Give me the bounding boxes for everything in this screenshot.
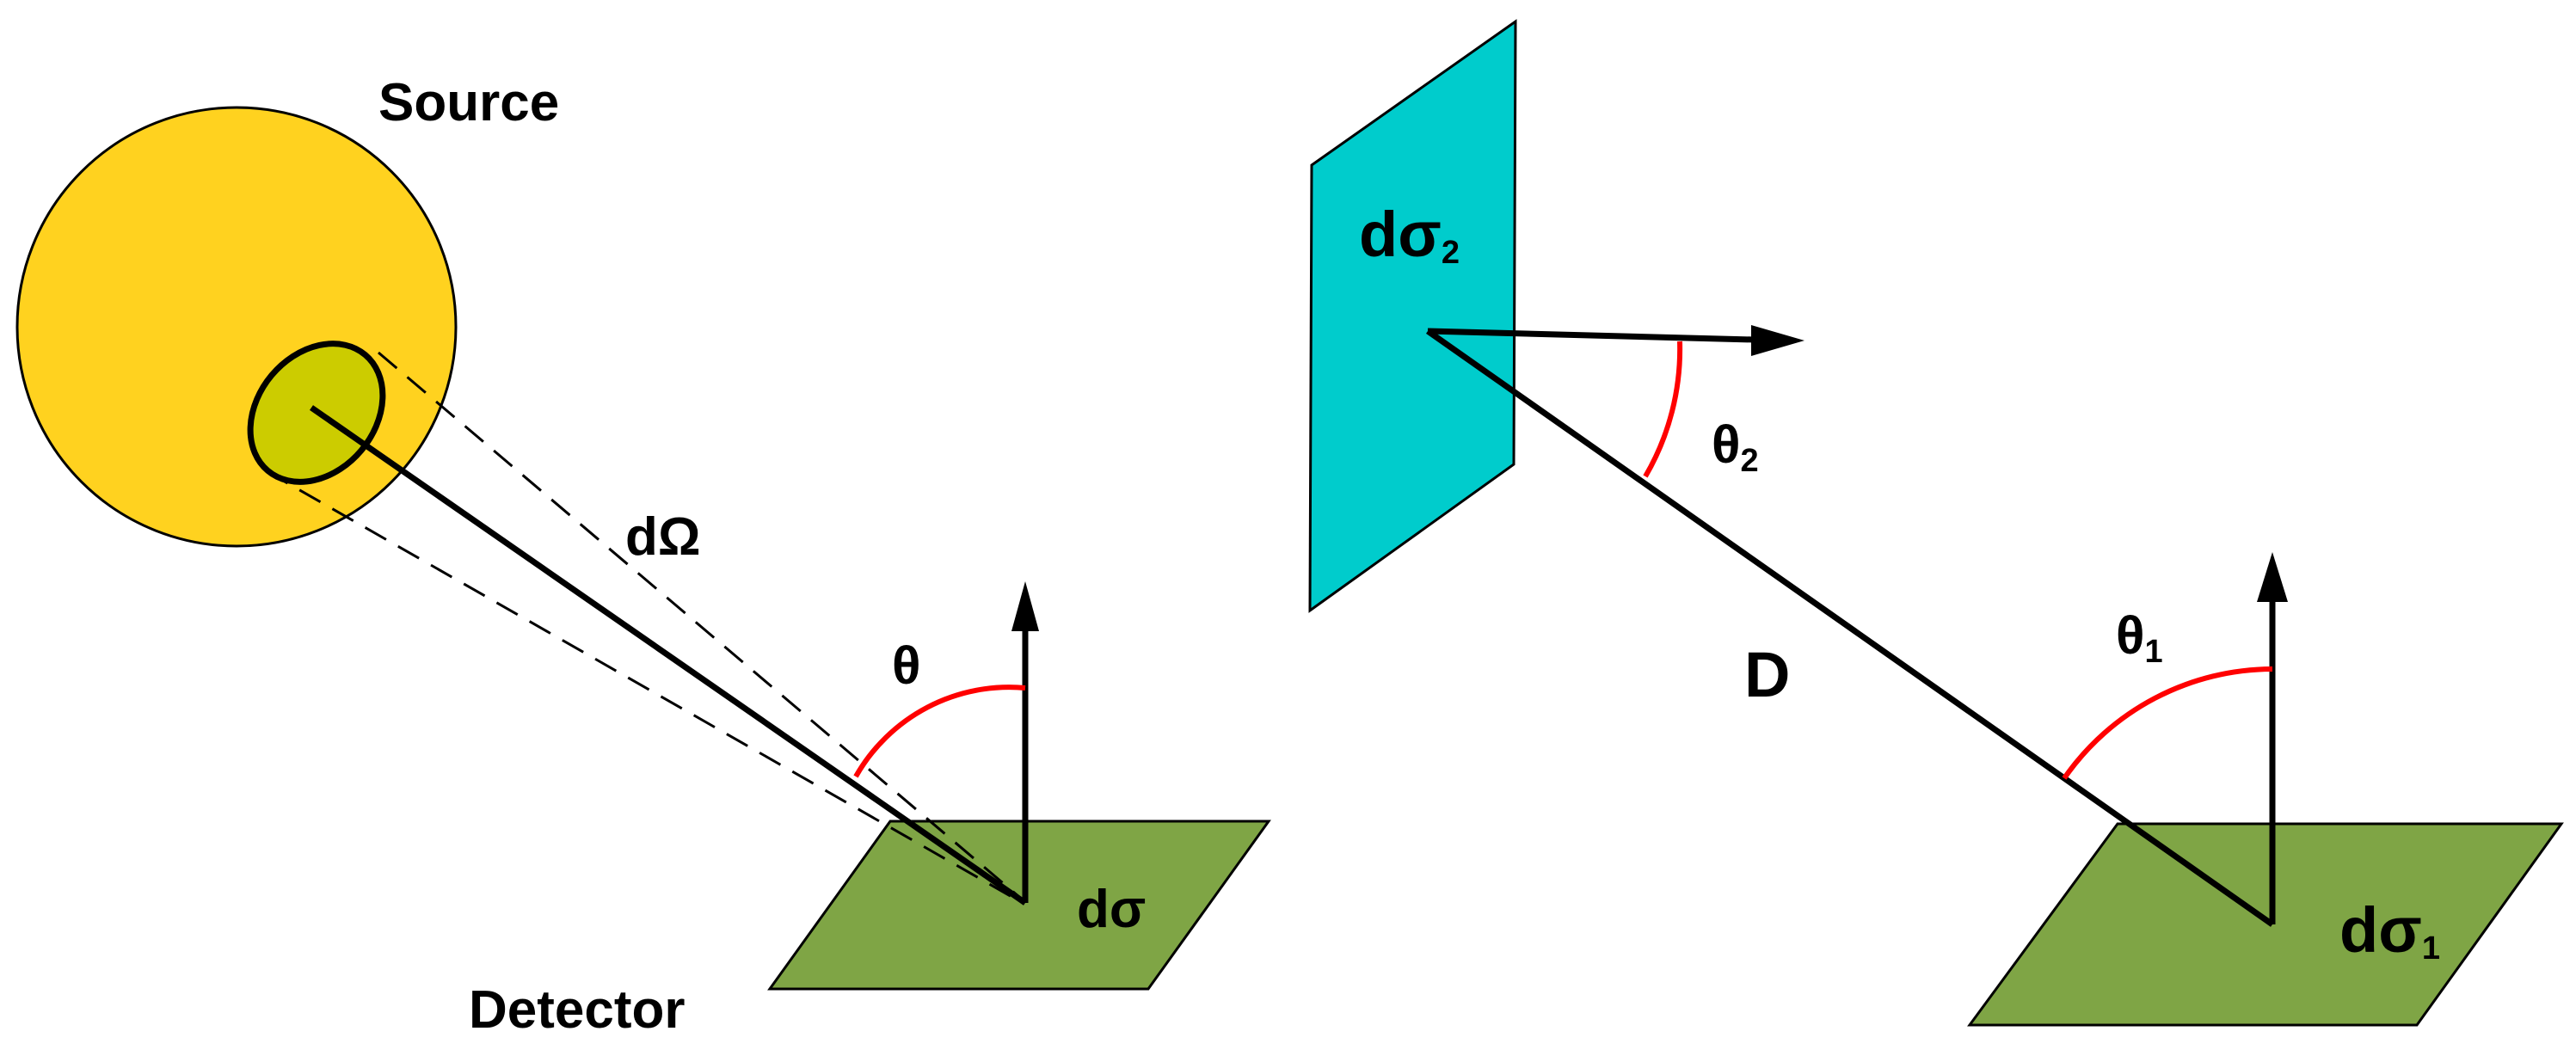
solid-angle-cone-edge-lower (266, 470, 1016, 900)
area2-label-subscript: 2 (1442, 235, 1460, 271)
area2-label: dσ2 (1359, 199, 1460, 271)
area1-normal-arrowhead (2257, 552, 2288, 602)
detector-label: Detector (469, 980, 685, 1040)
area2-normal-arrowhead (1751, 325, 1804, 356)
theta1-label-base: θ (2116, 606, 2145, 666)
area1-label-base: dσ (2339, 894, 2422, 966)
source-sphere (15, 106, 458, 548)
theta1-arc (2062, 666, 2273, 780)
theta-label: θ (892, 636, 921, 696)
area-element-1 (1967, 822, 2564, 1027)
source-label: Source (378, 73, 559, 132)
theta2-arc (1643, 341, 1683, 478)
solid-angle-cone-edge-upper (378, 351, 1020, 899)
detector-plate (767, 820, 1271, 991)
area1-label: dσ1 (2339, 894, 2440, 967)
detector-area-label: dσ (1077, 880, 1146, 939)
right-panel: dσ2 θ2 D θ1 dσ1 (1308, 19, 2564, 1027)
solid-angle-label: dΩ (625, 507, 701, 567)
distance-label: D (1744, 639, 1790, 710)
theta1-label-subscript: 1 (2145, 634, 2163, 670)
distance-line (1425, 328, 2275, 927)
theta-arc (853, 685, 1026, 778)
central-ray (310, 405, 1027, 906)
area-element-2 (1308, 19, 1517, 613)
left-panel: Source dΩ θ dσ Detector (15, 73, 1271, 1040)
detector-normal-arrowhead (1011, 581, 1039, 631)
theta1-label: θ1 (2116, 606, 2163, 670)
theta2-label: θ2 (1712, 415, 1759, 479)
area1-label-subscript: 1 (2422, 930, 2440, 967)
area2-normal-arrow (1427, 328, 1755, 343)
area2-label-base: dσ (1359, 199, 1442, 270)
theta2-label-base: θ (1712, 415, 1741, 475)
theta2-label-subscript: 2 (1741, 443, 1759, 479)
